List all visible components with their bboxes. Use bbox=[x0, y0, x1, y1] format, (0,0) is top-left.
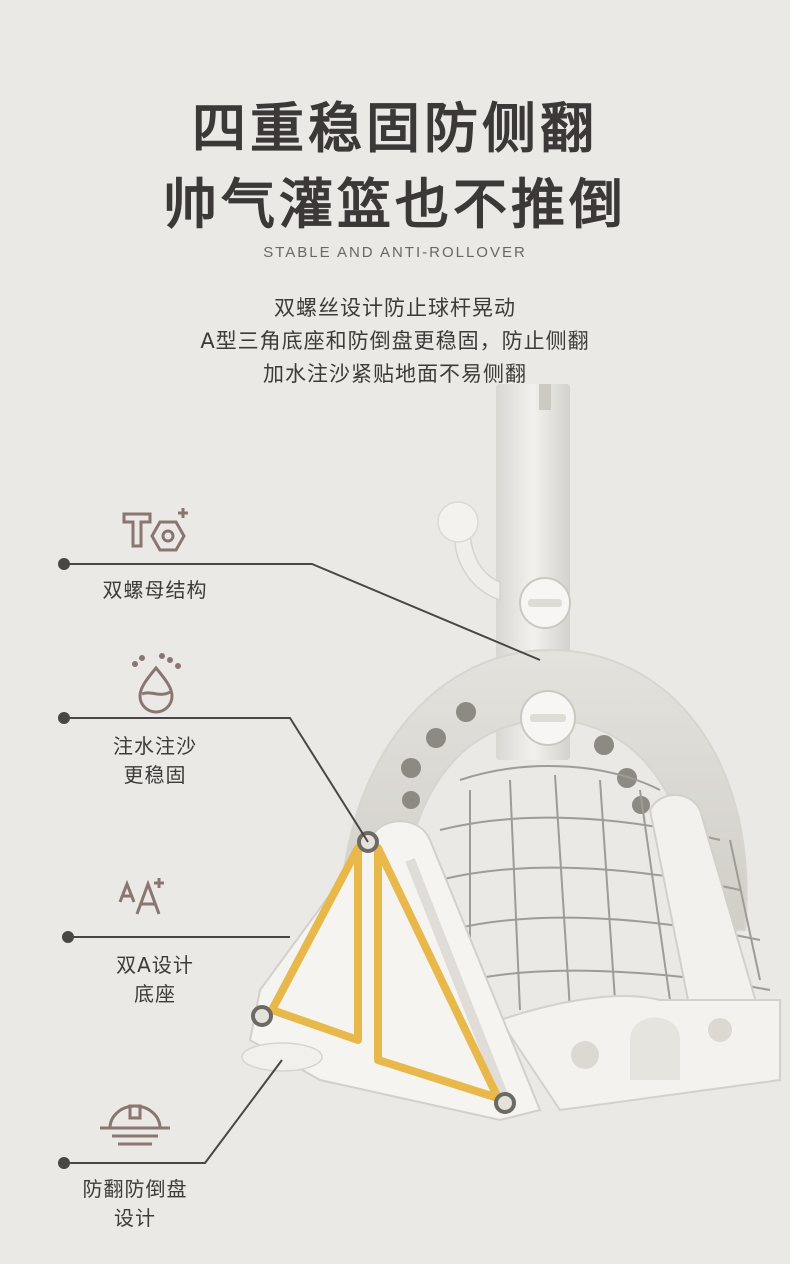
feature-label-anti-tip-disc: 防翻防倒盘 设计 bbox=[60, 1175, 210, 1233]
water-sand-icon bbox=[132, 653, 181, 714]
page-title-line2: 帅气灌篮也不推倒 bbox=[163, 173, 627, 236]
page-title-line1: 四重稳固防侧翻 bbox=[192, 97, 598, 160]
feature-label-double-nut-line1: 双螺母结构 bbox=[102, 578, 208, 602]
callout-dots bbox=[58, 558, 74, 1169]
feature-label-double-a: 双A设计 底座 bbox=[80, 951, 230, 1009]
feature-label-water-sand-line2: 更稳固 bbox=[123, 763, 187, 787]
feature-label-water-sand-line1: 注水注沙 bbox=[113, 734, 197, 758]
anti-tip-disc-icon bbox=[100, 1104, 170, 1146]
screw-nut-icon bbox=[122, 508, 188, 552]
double-a-icon bbox=[118, 878, 164, 915]
description-line2: A型三角底座和防倒盘更稳固，防止侧翻 bbox=[200, 329, 590, 353]
double-a-highlight bbox=[268, 844, 502, 1102]
callout-lines bbox=[64, 563, 541, 1164]
arch-base bbox=[338, 648, 748, 961]
side-hook bbox=[437, 501, 501, 602]
description-line3: 加水注沙紧贴地面不易侧翻 bbox=[263, 362, 527, 386]
feature-label-double-a-line1: 双A设计 bbox=[116, 953, 194, 977]
feature-label-anti-tip-disc-line2: 设计 bbox=[114, 1206, 156, 1230]
upper-knob bbox=[519, 577, 571, 629]
english-subtitle: STABLE AND ANTI-ROLLOVER bbox=[263, 244, 527, 261]
feature-label-double-a-line2: 底座 bbox=[134, 982, 176, 1006]
right-arm bbox=[648, 794, 772, 1062]
feature-label-double-nut: 双螺母结构 bbox=[80, 576, 230, 605]
description-line1: 双螺丝设计防止球杆晃动 bbox=[274, 296, 516, 320]
feature-label-anti-tip-disc-line1: 防翻防倒盘 bbox=[82, 1177, 188, 1201]
lower-knob bbox=[520, 690, 576, 746]
feature-label-water-sand: 注水注沙 更稳固 bbox=[80, 732, 230, 790]
a-frame-base bbox=[241, 820, 542, 1122]
bottom-base bbox=[498, 995, 781, 1112]
